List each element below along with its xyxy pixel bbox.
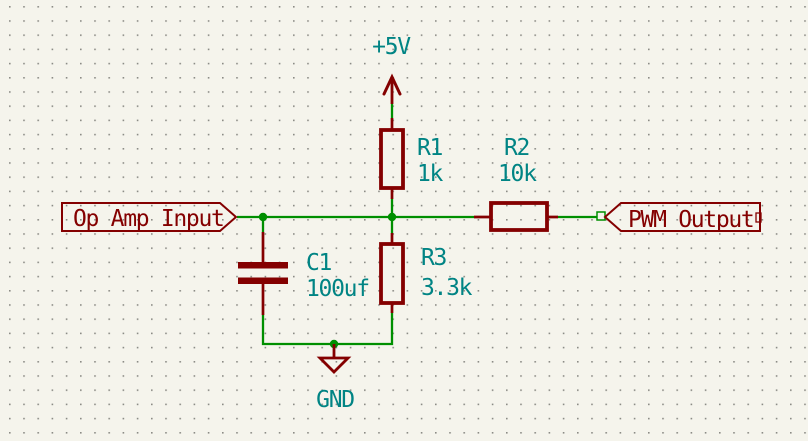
junction-divider-node xyxy=(387,212,397,222)
r1-body[interactable] xyxy=(379,128,405,190)
power-symbol-vcc[interactable]: +5V xyxy=(372,34,413,104)
resistor-r3[interactable]: R3 3.3k xyxy=(379,233,474,313)
r3-value[interactable]: 3.3k xyxy=(421,275,474,301)
c1-value[interactable]: 100uf xyxy=(306,276,370,302)
gnd-label[interactable]: GND xyxy=(316,387,355,413)
vcc-label[interactable]: +5V xyxy=(372,34,412,60)
power-symbol-gnd[interactable]: GND xyxy=(316,344,356,413)
wire-ground-bus[interactable] xyxy=(261,313,394,346)
resistor-r1[interactable]: R1 1k xyxy=(379,118,445,199)
junction-input-node xyxy=(258,212,268,222)
gnd-triangle-icon xyxy=(316,356,352,374)
resistor-r2[interactable]: R2 10k xyxy=(474,135,558,232)
output-label-outline[interactable] xyxy=(603,202,761,232)
output-label-text[interactable]: PWM Output xyxy=(628,207,755,233)
capacitor-c1[interactable]: C1 100uf xyxy=(238,232,370,315)
r3-reference[interactable]: R3 xyxy=(421,245,448,271)
r3-body[interactable] xyxy=(379,242,405,305)
r2-value[interactable]: 10k xyxy=(498,161,538,187)
vcc-arrow-icon xyxy=(382,73,402,96)
output-label-anchor-marker xyxy=(755,212,762,223)
r2-reference[interactable]: R2 xyxy=(504,135,530,161)
r1-value[interactable]: 1k xyxy=(417,161,445,187)
r1-reference[interactable]: R1 xyxy=(417,135,444,161)
net-label-input[interactable]: Op Amp Input xyxy=(61,202,238,232)
input-label-text[interactable]: Op Amp Input xyxy=(73,206,225,232)
input-label-outline[interactable] xyxy=(61,202,238,232)
junctions xyxy=(258,212,397,349)
r2-body[interactable] xyxy=(489,201,549,232)
net-label-output[interactable]: PWM Output xyxy=(603,202,762,233)
c1-plate-top[interactable] xyxy=(238,262,288,269)
c1-reference[interactable]: C1 xyxy=(306,250,333,276)
c1-plate-bottom[interactable] xyxy=(238,277,288,285)
